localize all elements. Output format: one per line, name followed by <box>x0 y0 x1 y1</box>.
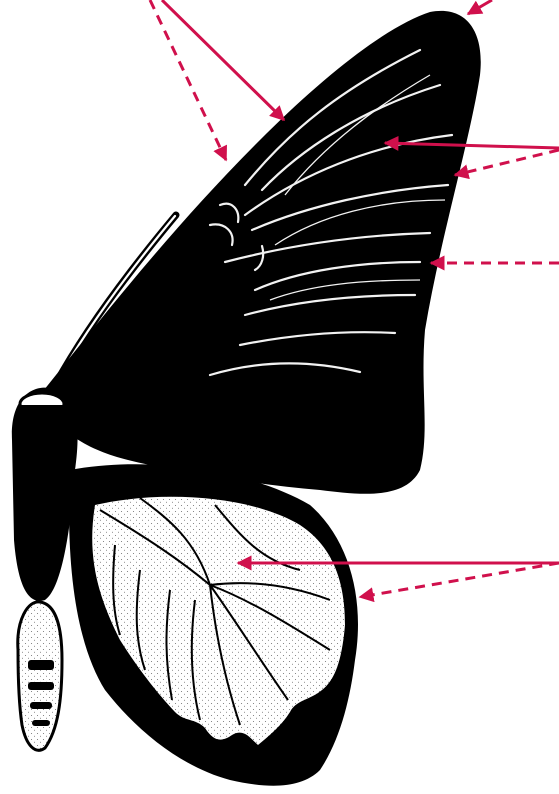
pointer-forewing-outer-margin-upper <box>455 150 559 175</box>
hindwing <box>69 464 358 786</box>
pointer-hindwing-outer-border <box>360 563 559 597</box>
butterfly-body <box>12 388 78 751</box>
pointer-forewing-vein-upper <box>162 0 284 120</box>
pointer-forewing-apex <box>468 0 492 14</box>
forewing <box>40 11 481 494</box>
